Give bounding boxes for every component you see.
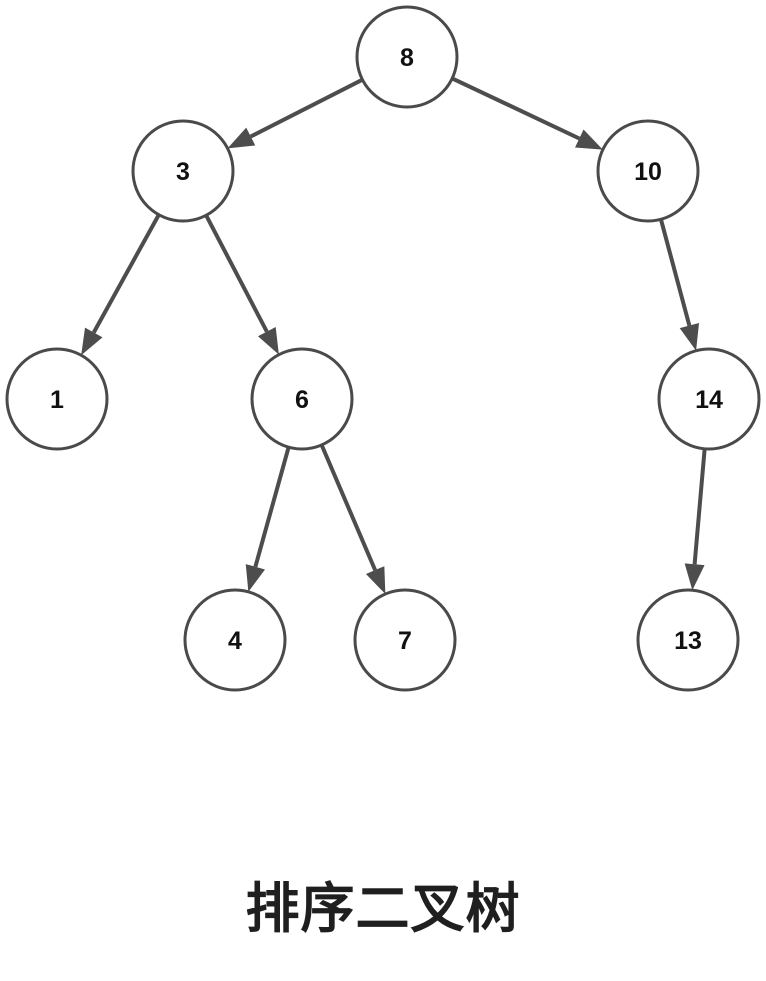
arrowhead-icon xyxy=(227,127,256,149)
arrowhead-icon xyxy=(245,564,265,592)
tree-edge xyxy=(204,214,279,355)
tree-node[interactable]: 6 xyxy=(250,347,354,451)
node-circle[interactable] xyxy=(355,5,459,109)
arrowhead-icon xyxy=(684,563,705,591)
tree-node[interactable]: 7 xyxy=(353,588,457,692)
arrowhead-icon xyxy=(679,323,700,351)
node-circle[interactable] xyxy=(131,119,235,223)
node-circle[interactable] xyxy=(636,588,740,692)
edge-line xyxy=(253,446,291,568)
tree-edge xyxy=(451,76,603,150)
edges-layer xyxy=(81,76,707,595)
edge-line xyxy=(249,77,364,139)
tree-edge xyxy=(81,213,161,356)
tree-node[interactable]: 1 xyxy=(5,347,109,451)
arrowhead-icon xyxy=(575,129,603,150)
arrowhead-icon xyxy=(257,327,279,355)
tree-node[interactable]: 14 xyxy=(657,347,761,451)
node-circle[interactable] xyxy=(5,347,109,451)
arrowhead-icon xyxy=(365,566,386,595)
edge-line xyxy=(658,218,692,327)
edge-line xyxy=(92,213,161,334)
tree-edge xyxy=(227,77,364,149)
node-circle[interactable] xyxy=(250,347,354,451)
diagram-caption: 排序二叉树 xyxy=(245,879,521,939)
node-circle[interactable] xyxy=(657,347,761,451)
node-circle[interactable] xyxy=(596,119,700,223)
tree-edge xyxy=(684,448,707,591)
node-circle[interactable] xyxy=(353,588,457,692)
tree-node[interactable]: 10 xyxy=(596,119,700,223)
tree-node[interactable]: 8 xyxy=(355,5,459,109)
tree-node[interactable]: 4 xyxy=(183,588,287,692)
arrowhead-icon xyxy=(81,327,103,356)
edge-line xyxy=(204,214,269,333)
edge-line xyxy=(451,76,581,141)
tree-node[interactable]: 3 xyxy=(131,119,235,223)
edge-line xyxy=(692,448,707,565)
tree-edge xyxy=(658,218,700,351)
edge-line xyxy=(319,444,377,571)
tree-edge xyxy=(319,444,386,595)
tree-node[interactable]: 13 xyxy=(636,588,740,692)
node-circle[interactable] xyxy=(183,588,287,692)
tree-edge xyxy=(245,446,291,592)
